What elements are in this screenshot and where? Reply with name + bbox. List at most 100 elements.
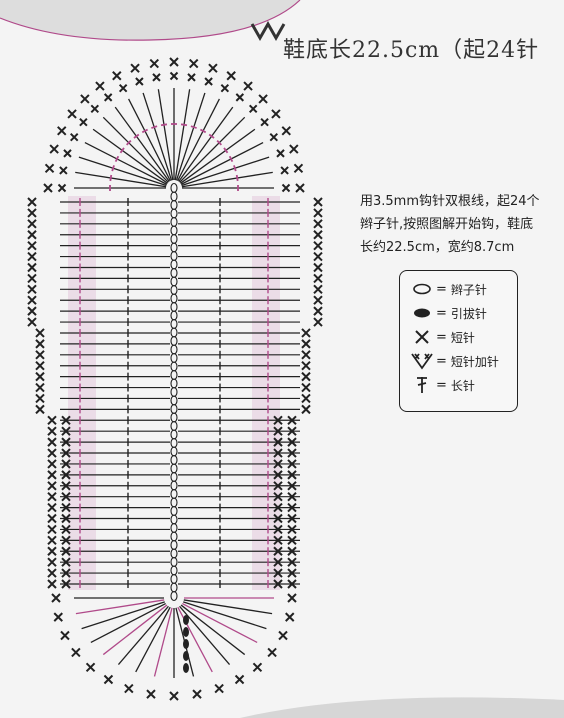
sc-mark [271,109,281,119]
sc-mark [204,77,213,86]
sc-mark [287,437,297,447]
chain-stitch [170,437,178,449]
chain-stitch [170,310,178,321]
sc-mark [273,546,283,556]
chain-stitch [170,412,178,423]
sc-mark [313,230,323,240]
sc-mark [27,219,37,229]
chain-stitch [170,403,178,415]
legend-equals: = [436,353,447,369]
sc-mark [47,448,57,458]
fan-accent [228,155,234,163]
title-text: 鞋底长22.5cm（起24针 [283,38,540,63]
sc-mark [169,57,179,67]
chain-stitch [170,514,178,525]
chain-stitch [170,352,178,364]
sc-mark [273,491,283,502]
slip-stitch [183,639,189,649]
sc-mark [63,149,72,158]
sc-mark [285,612,295,622]
sc-mark [124,683,134,694]
legend-item-slip: = 引拔针 [408,303,487,323]
fan-accent [180,123,188,127]
legend-label: 短针 [450,330,475,345]
sc-mark [118,84,128,93]
sc-mark [281,126,291,136]
sc-mark [47,491,57,502]
chain-stitch [170,301,178,313]
sc-mark [273,426,283,436]
sc-mark [287,491,297,502]
chain-stitch [170,505,178,517]
chain-stitch [170,480,178,491]
chain-stitch [170,556,178,568]
sc-mark [287,481,297,491]
legend-equals: = [436,329,447,345]
chain-stitch [170,182,178,194]
fan-spoke [142,92,173,181]
sc-mark [273,535,283,546]
fan-spoke [181,171,273,188]
sc-mark [273,579,283,589]
fan-spoke [78,156,167,187]
fan-spoke [84,142,168,185]
fan-spoke [102,116,169,183]
sc-mark [301,361,311,371]
sc-mark [57,126,67,136]
sc-mark [49,144,59,154]
sc-mark [27,262,37,273]
sc-mark [313,306,323,316]
fan-spoke [178,106,234,182]
sc-mark [252,662,263,673]
fan-accent [141,128,149,134]
legend-item-chain: = 辫子针 [408,279,487,299]
sc-mark [287,557,297,567]
sc-mark [61,481,71,491]
fan-accent [160,123,168,127]
sc-mark [27,284,37,295]
fan-spoke [181,156,270,187]
sc-mark [27,208,37,218]
sc-mark [301,339,311,349]
fan-spoke [102,604,168,656]
sc-mark [269,132,279,142]
legend: = 辫子针 = 引拔针 = 短针 = 短针加针 = 长针 [399,270,518,412]
fan-accent [111,165,115,172]
sc-mark [61,513,71,524]
chain-stitch [170,395,178,406]
sc-mark [47,481,57,491]
sc-mark [95,81,105,91]
sc-mark [289,144,299,154]
sc-mark [27,306,37,316]
slip-stitch [183,651,189,661]
legend-equals: = [436,377,447,393]
sc-mark [280,166,289,175]
chain-stitch [170,361,178,372]
sc-mark [47,437,57,447]
sc-mark [35,361,45,371]
sc-mark [61,459,71,469]
sc-mark [80,94,90,104]
sc-mark [313,219,323,229]
sc-mark [61,524,71,535]
sc-mark [287,546,297,556]
fan-spoke [183,599,273,615]
chain-stitch [170,446,178,457]
sc-mark [27,317,37,327]
chain-stitch [170,208,178,219]
sc-mark [71,647,81,658]
chain-stitch [170,565,178,576]
fan-spoke [182,602,258,644]
sole-stitches [27,57,323,701]
sc-mark [67,109,77,119]
sc-mark [258,94,268,104]
fan-accent [125,139,132,146]
chain-stitch [170,420,178,432]
sc-mark [281,183,291,193]
fan-accent [133,133,140,139]
instructions-line-2: 辫子针,按照图解开始钩，鞋底 [360,217,534,232]
sc-mark [103,674,114,685]
chain-stitch-icon [413,283,431,295]
sc-mark [273,513,283,524]
slip-stitch-icon [414,308,430,318]
